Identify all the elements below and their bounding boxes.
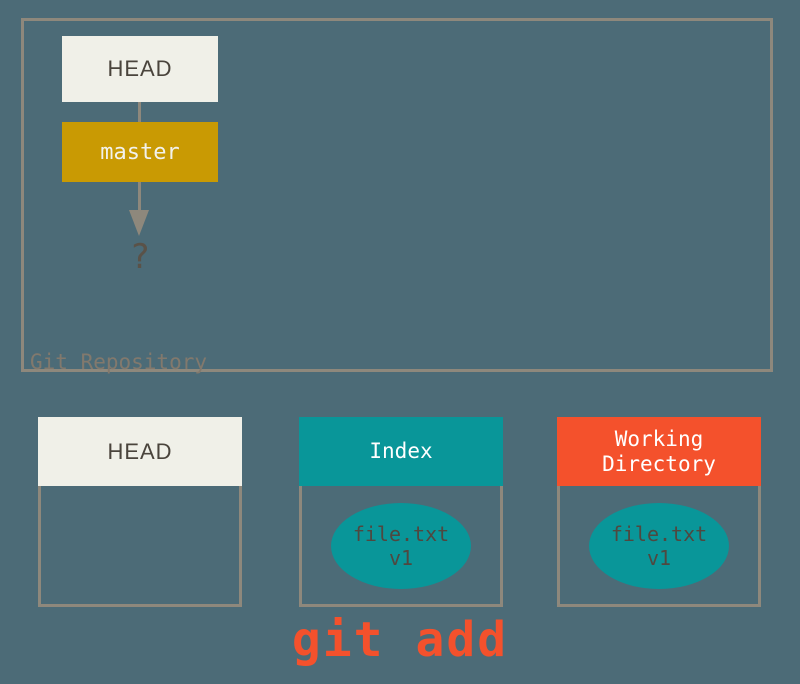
repo-node-unknown-commit: ? <box>129 237 151 277</box>
area-head: HEAD <box>38 417 242 607</box>
git-repository-container <box>21 18 773 372</box>
connector-head-to-master <box>138 102 141 122</box>
area-index: Index file.txt v1 <box>299 417 503 607</box>
area-working-directory-file-blob: file.txt v1 <box>589 503 729 589</box>
area-index-title: Index <box>299 417 503 486</box>
command-caption: git add <box>291 612 509 668</box>
area-working-directory-body: file.txt v1 <box>557 486 761 607</box>
area-head-body <box>38 486 242 607</box>
repo-node-master: master <box>62 122 218 182</box>
area-head-title: HEAD <box>38 417 242 486</box>
area-index-file-blob: file.txt v1 <box>331 503 471 589</box>
area-index-body: file.txt v1 <box>299 486 503 607</box>
area-working-directory-title: Working Directory <box>557 417 761 486</box>
git-repository-label: Git Repository <box>30 350 208 374</box>
area-working-directory: Working Directory file.txt v1 <box>557 417 761 607</box>
repo-node-head: HEAD <box>62 36 218 102</box>
connector-master-to-commit <box>138 182 141 213</box>
arrow-head-icon <box>129 210 149 236</box>
